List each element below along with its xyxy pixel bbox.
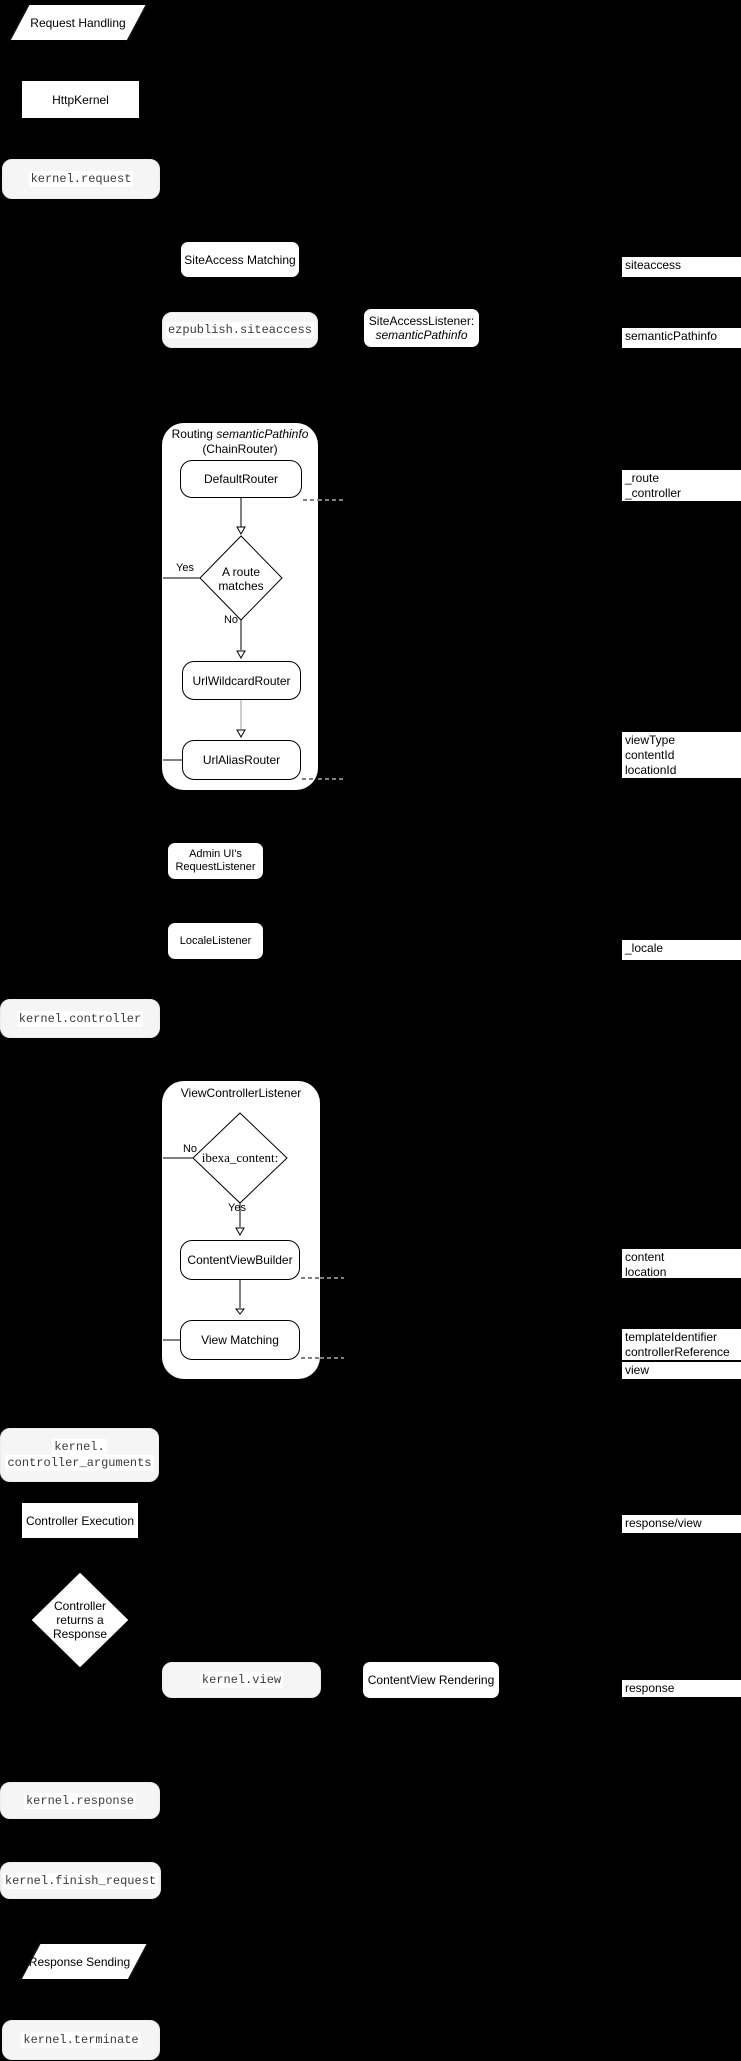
end-label: Response Sending (28, 1954, 131, 1969)
arrowhead-icon (236, 526, 246, 536)
route-matches-text: A route matches (201, 563, 281, 595)
kernel-controller-label: kernel.controller (16, 1010, 144, 1027)
kernel-finish-request-event: kernel.finish_request (0, 1862, 161, 1899)
admin-request-listener-node: Admin UI's RequestListener (167, 842, 264, 880)
annotation-route-line1: _route (625, 471, 660, 485)
routing-yes-label: Yes (176, 562, 194, 574)
annotation-location: location (625, 1265, 667, 1279)
content-view-builder-node: ContentViewBuilder (180, 1240, 300, 1280)
kernel-request-event: kernel.request (2, 159, 160, 199)
routing-title-prefix: Routing (171, 427, 217, 441)
locale-listener-node: LocaleListener (167, 922, 264, 960)
httpkernel-node: HttpKernel (21, 80, 140, 119)
arrowhead-icon (234, 1308, 246, 1315)
kernel-finish-request-label: kernel.finish_request (2, 1872, 159, 1889)
ezpublish-siteaccess-event: ezpublish.siteaccess (162, 312, 318, 348)
url-wildcard-router-node: UrlWildcardRouter (182, 661, 301, 700)
start-label: Request Handling (30, 15, 126, 30)
admin-listener-line2: RequestListener (175, 861, 256, 873)
kernel-response-event: kernel.response (0, 1782, 160, 1819)
annotation-siteaccess: siteaccess (622, 257, 741, 277)
view-matching-node: View Matching (180, 1320, 300, 1360)
annotation-semantic-pathinfo: semanticPathinfo (622, 328, 741, 348)
kernel-controller-arguments-line1: kernel. (52, 1439, 107, 1455)
kernel-controller-arguments-event: kernel. controller_arguments (0, 1428, 159, 1482)
annotation-template: templateIdentifier controllerReference (622, 1329, 741, 1360)
ibexa-content-text: ibexa_content: (201, 1150, 279, 1165)
siteaccess-matching-node: SiteAccess Matching (180, 241, 300, 278)
routing-title-italic: semanticPathinfo (216, 427, 309, 441)
content-view-rendering-node: ContentView Rendering (362, 1661, 500, 1699)
controller-returns-line3: Response (52, 1627, 108, 1641)
controller-returns-line1: Controller (53, 1599, 107, 1613)
url-alias-router-node: UrlAliasRouter (182, 740, 301, 780)
annotation-view-params: viewType contentId locationId (622, 732, 741, 778)
default-router-node: DefaultRouter (180, 460, 302, 498)
annotation-contentid: contentId (625, 748, 675, 762)
view-controller-listener-title: ViewControllerListener (180, 1086, 302, 1100)
ezpublish-siteaccess-label: ezpublish.siteaccess (165, 322, 315, 338)
controller-returns-line2: returns a (56, 1613, 104, 1627)
annotation-locationid: locationId (625, 763, 677, 777)
routing-subtitle: (ChainRouter) (202, 442, 278, 456)
route-matches-line2: matches (218, 579, 264, 593)
siteaccess-listener-line1: SiteAccessListener: (368, 314, 475, 328)
controller-returns-text: Controller returns a Response (33, 1598, 127, 1642)
annotation-controller-reference: controllerReference (625, 1345, 730, 1359)
annotation-route-line2: _controller (625, 486, 682, 500)
kernel-controller-arguments-line2: controller_arguments (5, 1455, 154, 1471)
annotation-template-identifier: templateIdentifier (625, 1330, 718, 1344)
annotation-response: response (622, 1680, 741, 1697)
arrowhead-icon (236, 729, 246, 739)
annotation-content: content (625, 1250, 665, 1264)
annotation-response-view: response/view (622, 1515, 741, 1533)
annotation-locale: _locale (622, 940, 741, 960)
kernel-view-label: kernel.view (199, 1672, 284, 1688)
siteaccess-listener-node: SiteAccessListener: semanticPathinfo (363, 308, 480, 348)
routing-container-title: Routing semanticPathinfo (ChainRouter) (162, 427, 318, 457)
annotation-route: _route _controller (622, 470, 741, 501)
annotation-view: view (622, 1362, 741, 1379)
vcl-yes-label: Yes (228, 1202, 246, 1214)
arrowhead-icon (236, 650, 246, 660)
kernel-response-label: kernel.response (23, 1792, 137, 1809)
siteaccess-listener-line2: semanticPathinfo (375, 328, 468, 342)
routing-no-label: No (223, 614, 239, 626)
annotation-viewtype: viewType (625, 733, 676, 747)
kernel-controller-event: kernel.controller (0, 999, 160, 1038)
vcl-no-label: No (182, 1143, 198, 1155)
kernel-request-label: kernel.request (28, 171, 134, 187)
kernel-terminate-label: kernel.terminate (21, 2032, 141, 2048)
annotation-content-location: content location (622, 1249, 741, 1279)
kernel-view-event: kernel.view (162, 1662, 321, 1698)
admin-listener-line1: Admin UI's (189, 848, 242, 860)
kernel-terminate-event: kernel.terminate (2, 2020, 160, 2060)
controller-execution-node: Controller Execution (21, 1502, 139, 1539)
controller-returns-diamond (30, 1571, 130, 1669)
arrowhead-icon (235, 1227, 245, 1237)
route-matches-line1: A route (221, 565, 261, 579)
